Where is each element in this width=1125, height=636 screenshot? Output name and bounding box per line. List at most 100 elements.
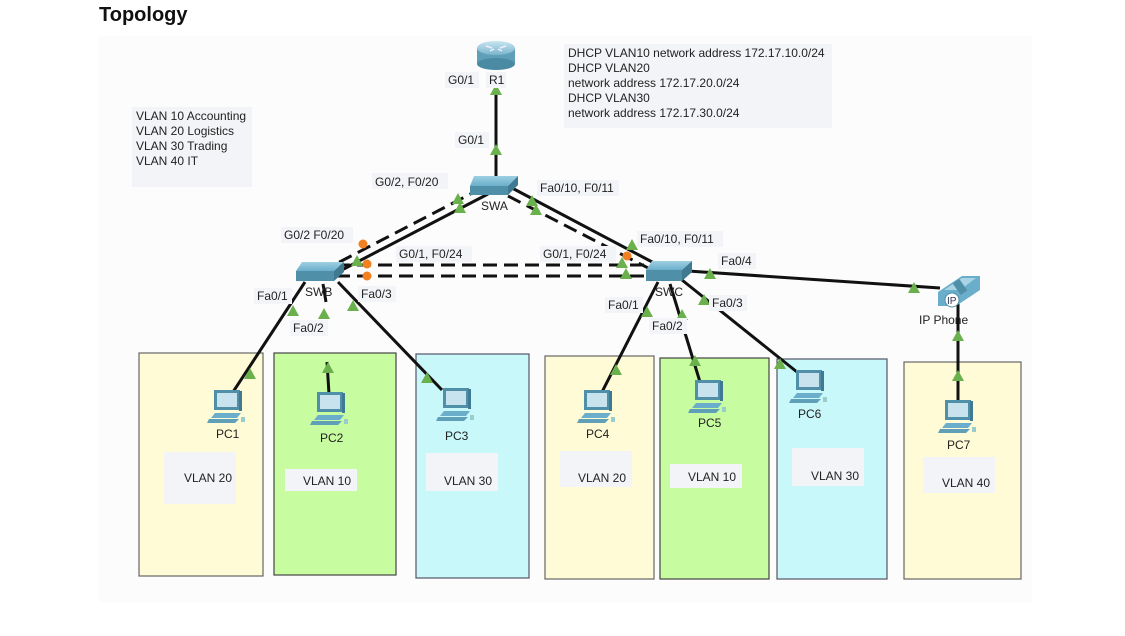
- link-swb-pc3: [336, 280, 444, 392]
- vlan-area-pc3: VLAN 30: [415, 353, 530, 579]
- switch-icon: [470, 176, 518, 195]
- port-up-icon: [774, 358, 786, 369]
- router-r1[interactable]: [477, 41, 515, 70]
- device-label-swa: SWA: [481, 199, 508, 213]
- port-up-icon: [490, 84, 502, 95]
- computer-icon: [577, 390, 615, 423]
- switch-swb[interactable]: [296, 262, 344, 281]
- pc-4[interactable]: PC4: [577, 390, 615, 441]
- port-up-icon: [610, 364, 622, 375]
- port-label: Fa0/2: [293, 321, 324, 335]
- port-up-icon: [704, 268, 716, 279]
- link-swb-pc1: [231, 281, 307, 393]
- vlan-label: VLAN 40: [942, 476, 990, 490]
- port-up-icon: [244, 368, 256, 379]
- device-label-pc6: PC6: [798, 407, 822, 421]
- device-label-pc1: PC1: [216, 427, 240, 441]
- pc-3[interactable]: PC3: [436, 388, 474, 443]
- device-label-pc3: PC3: [445, 429, 469, 443]
- vlan-area-pc7: VLAN 40: [903, 361, 1022, 580]
- port-label: Fa0/1: [608, 298, 639, 312]
- port-label: G0/1, F0/24: [399, 247, 463, 261]
- port-up-icon: [490, 144, 502, 155]
- device-label-swc: SWC: [655, 285, 683, 299]
- computer-icon: [310, 392, 348, 425]
- vlan-area-pc4: VLAN 20: [544, 355, 655, 580]
- link-swb-pc2-a: [321, 283, 328, 303]
- device-label-pc7: PC7: [947, 438, 971, 452]
- port-up-icon: [626, 239, 638, 250]
- port-up-icon: [908, 282, 920, 293]
- port-up-icon: [676, 309, 688, 320]
- port-blocked-icon: [358, 239, 368, 249]
- port-up-icon: [952, 330, 964, 341]
- port-up-icon: [322, 362, 334, 373]
- vlan-label: VLAN 30: [811, 469, 859, 483]
- pc-6[interactable]: PC6: [789, 370, 827, 421]
- vlan-label: VLAN 30: [444, 474, 492, 488]
- port-up-icon: [530, 204, 542, 215]
- blocked-port-indicators: [358, 239, 632, 281]
- page-title: Topology: [99, 4, 188, 26]
- pc-7[interactable]: PC7: [938, 400, 976, 452]
- device-label-swb: SWB: [305, 285, 332, 299]
- ip-phone[interactable]: IP: [938, 276, 980, 308]
- port-up-icon: [454, 202, 466, 213]
- port-label: G0/2, F0/20: [375, 175, 439, 189]
- device-label-pc4: PC4: [586, 427, 610, 441]
- pc-5[interactable]: PC5: [688, 380, 726, 430]
- port-up-icon: [347, 300, 359, 311]
- vlan-area-pc2: VLAN 10: [273, 352, 397, 576]
- pc-2[interactable]: PC2: [310, 392, 348, 445]
- device-label-pc5: PC5: [698, 416, 722, 430]
- port-label: Fa0/1: [257, 289, 288, 303]
- port-label: Fa0/4: [721, 254, 752, 268]
- port-label: Fa0/3: [361, 287, 392, 301]
- port-label: G0/1, F0/24: [543, 247, 607, 261]
- computer-icon: [688, 380, 726, 413]
- port-up-icon: [452, 193, 464, 204]
- port-blocked-icon: [362, 259, 372, 269]
- computer-icon: [436, 388, 474, 421]
- pc-1[interactable]: PC1: [207, 390, 245, 441]
- switch-icon: [646, 261, 692, 281]
- vlan-label: VLAN 10: [303, 474, 351, 488]
- port-up-icon: [620, 268, 632, 279]
- router-icon: [477, 41, 515, 70]
- port-up-icon: [526, 195, 538, 206]
- computer-icon: [207, 390, 245, 423]
- switch-swa[interactable]: [470, 176, 518, 195]
- device-label-pc2: PC2: [320, 431, 344, 445]
- port-up-icon: [616, 257, 628, 268]
- port-label: Fa0/3: [712, 296, 743, 310]
- vlan-label: VLAN 20: [578, 471, 626, 485]
- switch-swc[interactable]: [646, 261, 692, 281]
- port-label: G0/1: [448, 73, 474, 87]
- port-label: G0/2 F0/20: [284, 228, 344, 242]
- port-label: G0/1: [458, 133, 484, 147]
- port-up-icon: [689, 355, 701, 366]
- port-label: Fa0/2: [652, 319, 683, 333]
- port-up-icon: [641, 306, 653, 317]
- port-up-icon: [351, 255, 363, 266]
- link-swa-swb-2: [337, 192, 489, 274]
- port-label: Fa0/10, F0/11: [640, 232, 714, 246]
- vlan-legend-note: VLAN 10 Accounting VLAN 20 Logistics VLA…: [132, 107, 252, 187]
- dhcp-note: DHCP VLAN10 network address 172.17.10.0/…: [564, 44, 832, 128]
- port-up-icon: [287, 305, 299, 316]
- port-labels: G0/1 G0/1 G0/2, F0/20 Fa0/10, F0/11 G0/2…: [254, 72, 756, 336]
- phone-icon: IP: [938, 276, 980, 308]
- ip-badge: IP: [947, 296, 957, 307]
- computer-icon: [789, 370, 827, 403]
- vlan-area-pc1: VLAN 20: [138, 352, 264, 577]
- device-label-r1: R1: [489, 73, 505, 87]
- vlan-label: VLAN 20: [184, 471, 232, 485]
- port-blocked-icon: [622, 251, 632, 261]
- switch-icon: [296, 262, 344, 281]
- computer-icon: [938, 400, 976, 433]
- device-label-ipphone: IP Phone: [919, 313, 968, 327]
- port-blocked-icon: [362, 271, 372, 281]
- link-swc-pc6: [681, 278, 803, 378]
- link-swc-ipphone: [687, 269, 941, 290]
